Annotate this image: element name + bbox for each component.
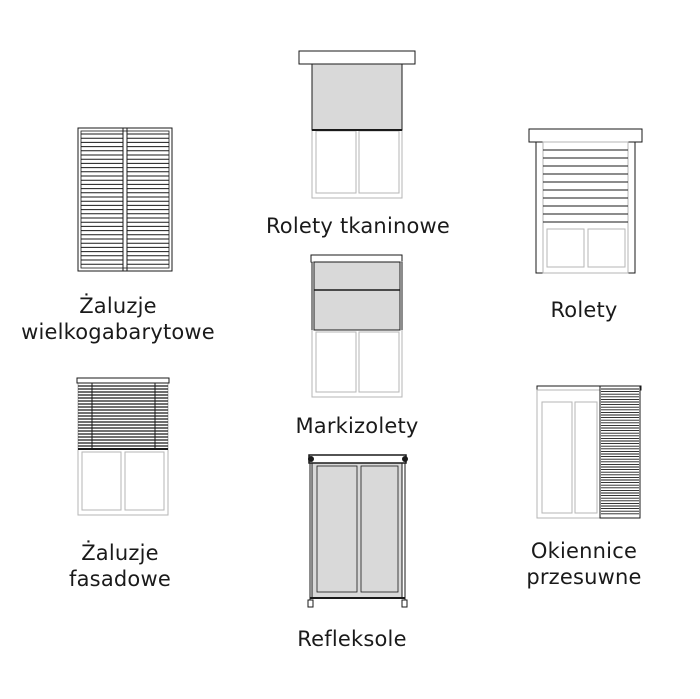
- awning-blind-illustration: [310, 254, 403, 398]
- roller-shutter-illustration: [528, 128, 643, 274]
- label-zaluzje-fasadowe: Żaluzje fasadowe: [69, 541, 171, 591]
- label-zaluzje-wielkogabarytowe: Żaluzje wielkogabarytowe: [21, 294, 215, 344]
- label-okiennice-przesuwne: Okiennice przesuwne: [526, 539, 642, 589]
- large-blinds-illustration: [77, 127, 173, 272]
- label-markizolety: Markizolety: [295, 414, 419, 438]
- label-rolety: Rolety: [550, 298, 618, 322]
- label-refleksole: Refleksole: [297, 627, 407, 651]
- facade-blinds-illustration: [76, 377, 170, 516]
- sliding-shutters-illustration: [536, 385, 642, 519]
- label-rolety-tkaninowe: Rolety tkaninowe: [265, 214, 451, 238]
- reflective-blind-illustration: [307, 454, 408, 608]
- fabric-roller-blind-illustration: [298, 50, 416, 199]
